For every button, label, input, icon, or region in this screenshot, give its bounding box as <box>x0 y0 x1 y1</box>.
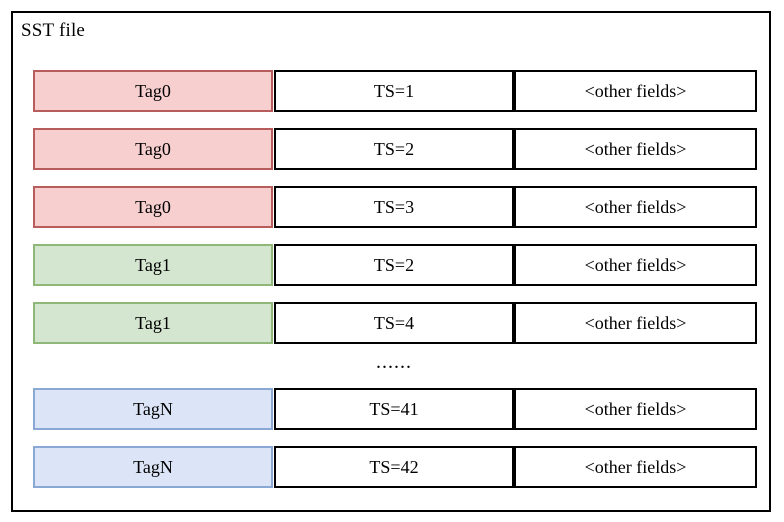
table-row: Tag0 TS=2 <other fields> <box>33 128 757 170</box>
record-list: Tag0 TS=1 <other fields> Tag0 TS=2 <othe… <box>13 13 769 510</box>
tag-cell: Tag1 <box>33 302 273 344</box>
other-fields-cell: <other fields> <box>514 244 757 286</box>
tag-cell: Tag0 <box>33 186 273 228</box>
ellipsis-dots: ...... <box>376 351 412 373</box>
other-fields-cell: <other fields> <box>514 388 757 430</box>
other-fields-cell: <other fields> <box>514 186 757 228</box>
tag-cell: Tag1 <box>33 244 273 286</box>
tag-cell: TagN <box>33 388 273 430</box>
table-row: Tag0 TS=1 <other fields> <box>33 70 757 112</box>
tag-cell: TagN <box>33 446 273 488</box>
other-fields-cell: <other fields> <box>514 128 757 170</box>
timestamp-cell: TS=42 <box>274 446 514 488</box>
table-row: TagN TS=42 <other fields> <box>33 446 757 488</box>
records-ellipsis: ...... <box>33 351 755 378</box>
tag-cell: Tag0 <box>33 70 273 112</box>
other-fields-cell: <other fields> <box>514 446 757 488</box>
timestamp-cell: TS=1 <box>274 70 514 112</box>
table-row: Tag1 TS=4 <other fields> <box>33 302 757 344</box>
timestamp-cell: TS=41 <box>274 388 514 430</box>
table-row: Tag0 TS=3 <other fields> <box>33 186 757 228</box>
sst-file-container: SST file Tag0 TS=1 <other fields> Tag0 T… <box>11 11 771 512</box>
timestamp-cell: TS=3 <box>274 186 514 228</box>
tag-cell: Tag0 <box>33 128 273 170</box>
timestamp-cell: TS=2 <box>274 244 514 286</box>
table-row: TagN TS=41 <other fields> <box>33 388 757 430</box>
table-row: Tag1 TS=2 <other fields> <box>33 244 757 286</box>
other-fields-cell: <other fields> <box>514 70 757 112</box>
timestamp-cell: TS=2 <box>274 128 514 170</box>
other-fields-cell: <other fields> <box>514 302 757 344</box>
timestamp-cell: TS=4 <box>274 302 514 344</box>
sst-file-label: SST file <box>21 20 86 41</box>
